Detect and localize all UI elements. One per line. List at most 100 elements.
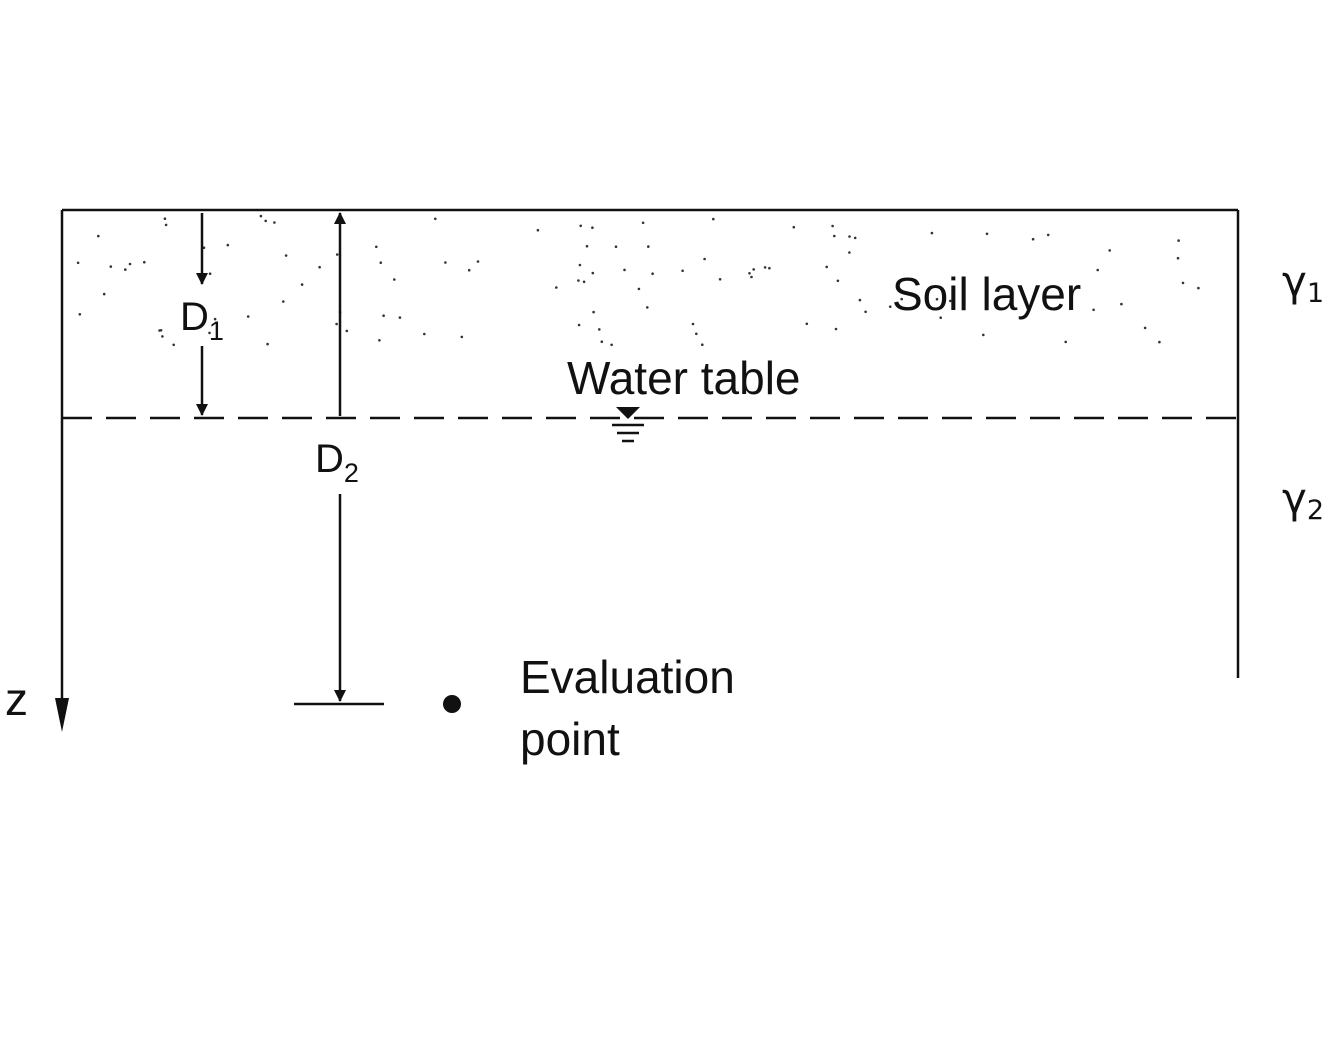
soil-stipple-texture: [76, 214, 1200, 347]
stipple-dot: [124, 268, 127, 271]
stipple-dot: [1176, 256, 1180, 260]
stipple-dot: [273, 221, 276, 224]
stipple-dot: [691, 322, 695, 326]
stipple-dot: [614, 245, 618, 248]
stipple-dot: [681, 269, 684, 273]
stipple-dot: [591, 271, 595, 275]
stipple-dot: [836, 279, 840, 283]
stipple-dot: [831, 224, 834, 228]
evaluation-point-label-line1: Evaluation: [520, 651, 735, 703]
stipple-dot: [398, 316, 402, 319]
stipple-dot: [592, 310, 595, 314]
stipple-dot: [985, 232, 989, 236]
evaluation-point-label-line2: point: [520, 713, 620, 765]
z-axis-arrowhead: [55, 698, 69, 732]
stipple-dot: [834, 327, 838, 331]
stipple-dot: [701, 343, 704, 347]
stipple-dot: [647, 245, 650, 248]
stipple-dot: [1031, 237, 1035, 241]
stipple-dot: [202, 246, 206, 249]
stipple-dot: [982, 333, 985, 337]
stipple-dot: [259, 214, 263, 218]
stipple-dot: [335, 322, 338, 326]
stipple-dot: [1064, 340, 1067, 344]
stipple-dot: [935, 297, 939, 301]
depth-2-label: D2: [315, 437, 359, 488]
stipple-dot: [158, 329, 161, 332]
stipple-dot: [109, 265, 113, 268]
stipple-dot: [476, 260, 480, 263]
stipple-dot: [213, 317, 217, 321]
stipple-dot: [1046, 233, 1050, 237]
stipple-dot: [444, 261, 447, 264]
stipple-dot: [610, 343, 613, 347]
stipple-dot: [750, 275, 753, 279]
stipple-dot: [579, 224, 582, 228]
stipple-dot: [864, 310, 867, 314]
stipple-dot: [375, 245, 378, 249]
evaluation-point-marker: [443, 695, 461, 713]
stipple-dot: [623, 268, 626, 272]
stipple-dot: [382, 314, 385, 318]
stipple-dot: [768, 266, 771, 270]
stipple-dot: [577, 279, 580, 282]
stipple-dot: [853, 236, 857, 240]
water-table-label: Water table: [567, 352, 801, 404]
unit-weight-1-label: γ1: [1282, 257, 1322, 309]
stipple-dot: [128, 262, 132, 266]
stipple-dot: [423, 332, 426, 336]
stipple-dot: [1181, 281, 1185, 285]
stipple-dot: [703, 257, 706, 261]
stipple-dot: [718, 278, 722, 281]
stipple-dot: [833, 234, 836, 238]
stipple-dot: [143, 260, 146, 264]
stipple-dot: [1096, 268, 1099, 272]
stipple-dot: [792, 225, 796, 229]
stipple-dot: [434, 217, 437, 221]
stipple-dot: [555, 286, 558, 289]
stipple-dot: [825, 265, 828, 269]
stipple-dot: [930, 231, 934, 235]
stipple-dot: [695, 332, 698, 336]
soil-layer-label: Soil layer: [892, 268, 1081, 320]
stipple-dot: [102, 292, 106, 296]
stipple-dot: [637, 287, 641, 291]
water-table-symbol-icon: [612, 407, 644, 443]
stipple-dot: [345, 329, 349, 333]
stipple-dot: [76, 261, 80, 265]
stipple-dot: [805, 322, 809, 326]
stipple-dot: [164, 223, 168, 227]
stipple-dot: [163, 217, 167, 220]
stipple-dot: [1197, 286, 1200, 290]
stipple-dot: [378, 339, 381, 342]
stipple-dot: [266, 342, 269, 346]
stipple-dot: [651, 272, 654, 276]
stipple-dot: [467, 268, 471, 272]
stipple-dot: [646, 306, 649, 309]
stipple-dot: [752, 268, 755, 271]
stipple-dot: [1158, 340, 1161, 344]
stipple-dot: [379, 261, 383, 265]
stipple-dot: [1120, 302, 1123, 306]
stipple-dot: [282, 300, 285, 303]
stipple-dot: [888, 305, 892, 309]
stipple-dot: [335, 253, 339, 256]
stipple-dot: [1108, 249, 1111, 252]
stipple-dot: [536, 228, 540, 232]
stipple-dot: [318, 265, 321, 269]
stipple-dot: [748, 272, 751, 275]
stipple-dot: [208, 331, 211, 335]
stipple-dot: [284, 254, 288, 257]
stipple-dot: [900, 297, 903, 301]
stipple-dot: [264, 219, 268, 223]
stipple-dot: [848, 251, 851, 254]
stipple-dot: [226, 243, 230, 247]
stipple-dot: [577, 323, 581, 327]
stipple-dot: [712, 217, 715, 221]
stipple-dot: [97, 234, 100, 238]
stipple-dot: [1177, 239, 1180, 242]
stipple-dot: [300, 283, 304, 286]
stipple-dot: [582, 280, 586, 284]
z-axis-label: z: [5, 673, 28, 725]
